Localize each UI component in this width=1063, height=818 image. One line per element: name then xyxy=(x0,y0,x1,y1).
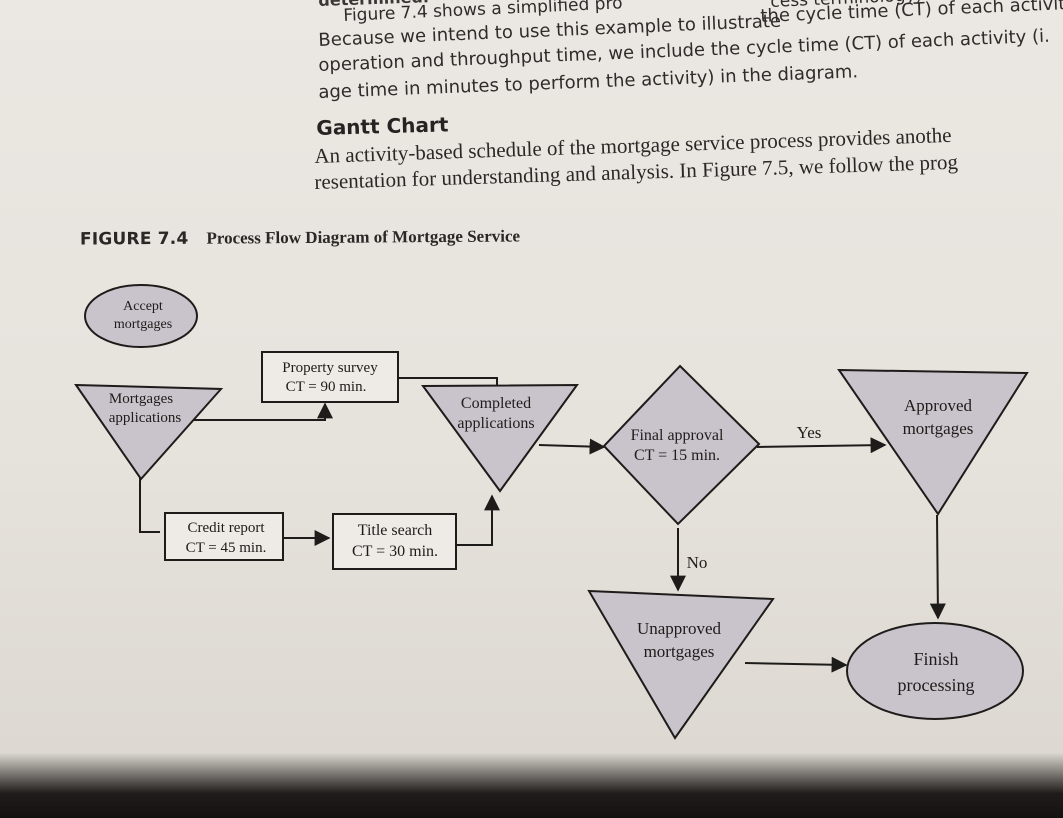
connector-title-to-completed xyxy=(456,494,500,546)
property-survey-ct: CT = 90 min. xyxy=(286,379,367,395)
connector-final-to-approved xyxy=(756,437,887,454)
connector-completed-to-final xyxy=(538,438,606,455)
approved-triangle xyxy=(837,368,1029,516)
title-search-box xyxy=(332,513,457,570)
credit-report-ct: CT = 45 min. xyxy=(186,540,267,556)
final-approval-ct: CT = 15 min. xyxy=(634,447,720,464)
unapproved-triangle xyxy=(587,589,775,740)
node-credit-report: Credit report CT = 45 min. xyxy=(164,512,284,561)
credit-report-box xyxy=(164,512,284,561)
property-survey-label: Property survey xyxy=(282,360,378,376)
applications-triangle xyxy=(74,383,224,481)
node-property-survey: Property survey CT = 90 min. xyxy=(261,351,399,403)
node-unapproved-mortgages: Unapproved mortgages xyxy=(587,589,775,740)
applications-label-2: applications xyxy=(109,410,182,426)
final-approval-label: Final approval xyxy=(631,427,724,444)
node-finish-processing: Finish processing xyxy=(846,622,1024,720)
approved-label-2: mortgages xyxy=(903,419,974,438)
accept-ellipse xyxy=(84,284,198,348)
connector-approved-to-finish xyxy=(929,514,946,620)
applications-label-1: Mortgages xyxy=(109,391,173,407)
title-search-label: Title search xyxy=(358,522,433,539)
finish-ellipse xyxy=(846,622,1024,720)
unapproved-label-1: Unapproved xyxy=(637,619,722,638)
accept-label-2: mortgages xyxy=(114,317,172,332)
completed-label-1: Completed xyxy=(461,395,531,412)
finish-label-1: Finish xyxy=(913,649,958,669)
final-approval-diamond xyxy=(602,364,761,526)
unapproved-label-2: mortgages xyxy=(644,642,715,661)
connector-apps-to-property xyxy=(182,402,333,421)
connector-unapproved-to-finish xyxy=(744,656,848,673)
node-mortgages-applications: Mortgages applications xyxy=(74,383,224,481)
node-title-search: Title search CT = 30 min. xyxy=(332,513,457,570)
completed-label-2: applications xyxy=(457,415,534,432)
node-completed-applications: Completed applications xyxy=(421,383,579,493)
node-final-approval: Final approval CT = 15 min. xyxy=(602,364,761,526)
connectors xyxy=(139,377,946,673)
yes-label: Yes xyxy=(797,423,822,442)
finish-label-2: processing xyxy=(898,675,975,695)
property-survey-box xyxy=(261,351,399,403)
connector-apps-to-credit xyxy=(139,478,160,533)
completed-triangle xyxy=(421,383,579,493)
node-approved-mortgages: Approved mortgages xyxy=(837,368,1029,516)
title-search-ct: CT = 30 min. xyxy=(352,543,438,560)
node-accept-mortgages: Accept mortgages xyxy=(84,284,198,348)
accept-label-1: Accept xyxy=(123,299,163,314)
credit-report-label: Credit report xyxy=(187,520,265,536)
approved-label-1: Approved xyxy=(904,396,972,415)
no-label: No xyxy=(687,553,708,572)
